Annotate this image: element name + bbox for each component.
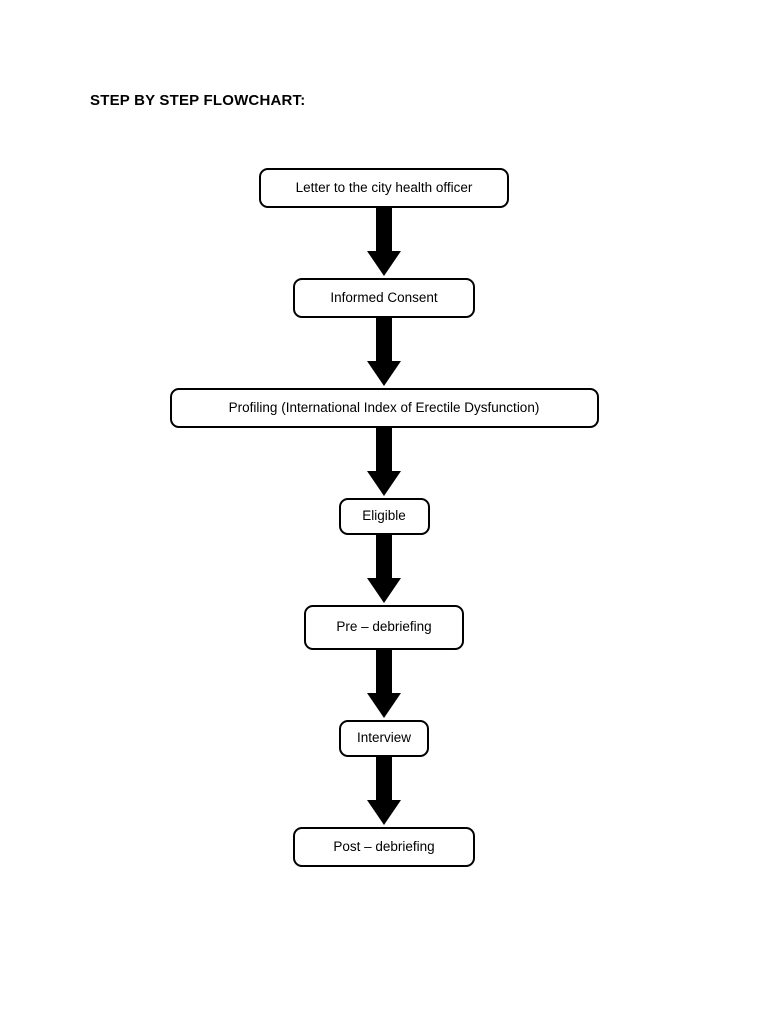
flow-step-3: Profiling (International Index of Erecti… xyxy=(169,388,599,428)
flowchart-container: Letter to the city health officer Inform… xyxy=(0,168,768,867)
arrow-down-icon xyxy=(367,650,401,718)
flow-step-2: Informed Consent xyxy=(293,278,475,318)
flow-connector-3 xyxy=(364,428,404,498)
arrow-down-icon xyxy=(367,318,401,386)
flow-node-eligible: Eligible xyxy=(338,498,430,535)
flow-connector-4 xyxy=(364,535,404,605)
flow-step-4: Eligible xyxy=(338,498,430,535)
flow-node-informed-consent: Informed Consent xyxy=(293,278,475,318)
flow-step-6: Interview xyxy=(339,720,429,757)
flow-step-1: Letter to the city health officer xyxy=(259,168,509,208)
arrow-down-icon xyxy=(367,535,401,603)
arrow-down-icon xyxy=(367,208,401,276)
flow-step-7: Post – debriefing xyxy=(293,827,475,867)
page-title: STEP BY STEP FLOWCHART: xyxy=(90,92,306,109)
arrow-down-icon xyxy=(367,428,401,496)
flow-node-post-debriefing: Post – debriefing xyxy=(293,827,475,867)
flow-step-5: Pre – debriefing xyxy=(304,605,464,650)
flow-node-letter-to-city-health-officer: Letter to the city health officer xyxy=(259,168,509,208)
flow-connector-1 xyxy=(364,208,404,278)
flow-node-interview: Interview xyxy=(339,720,429,757)
arrow-down-icon xyxy=(367,757,401,825)
flow-connector-5 xyxy=(364,650,404,720)
flow-connector-6 xyxy=(364,757,404,827)
flow-node-pre-debriefing: Pre – debriefing xyxy=(304,605,464,650)
flow-connector-2 xyxy=(364,318,404,388)
flow-node-profiling-iief: Profiling (International Index of Erecti… xyxy=(169,388,599,428)
